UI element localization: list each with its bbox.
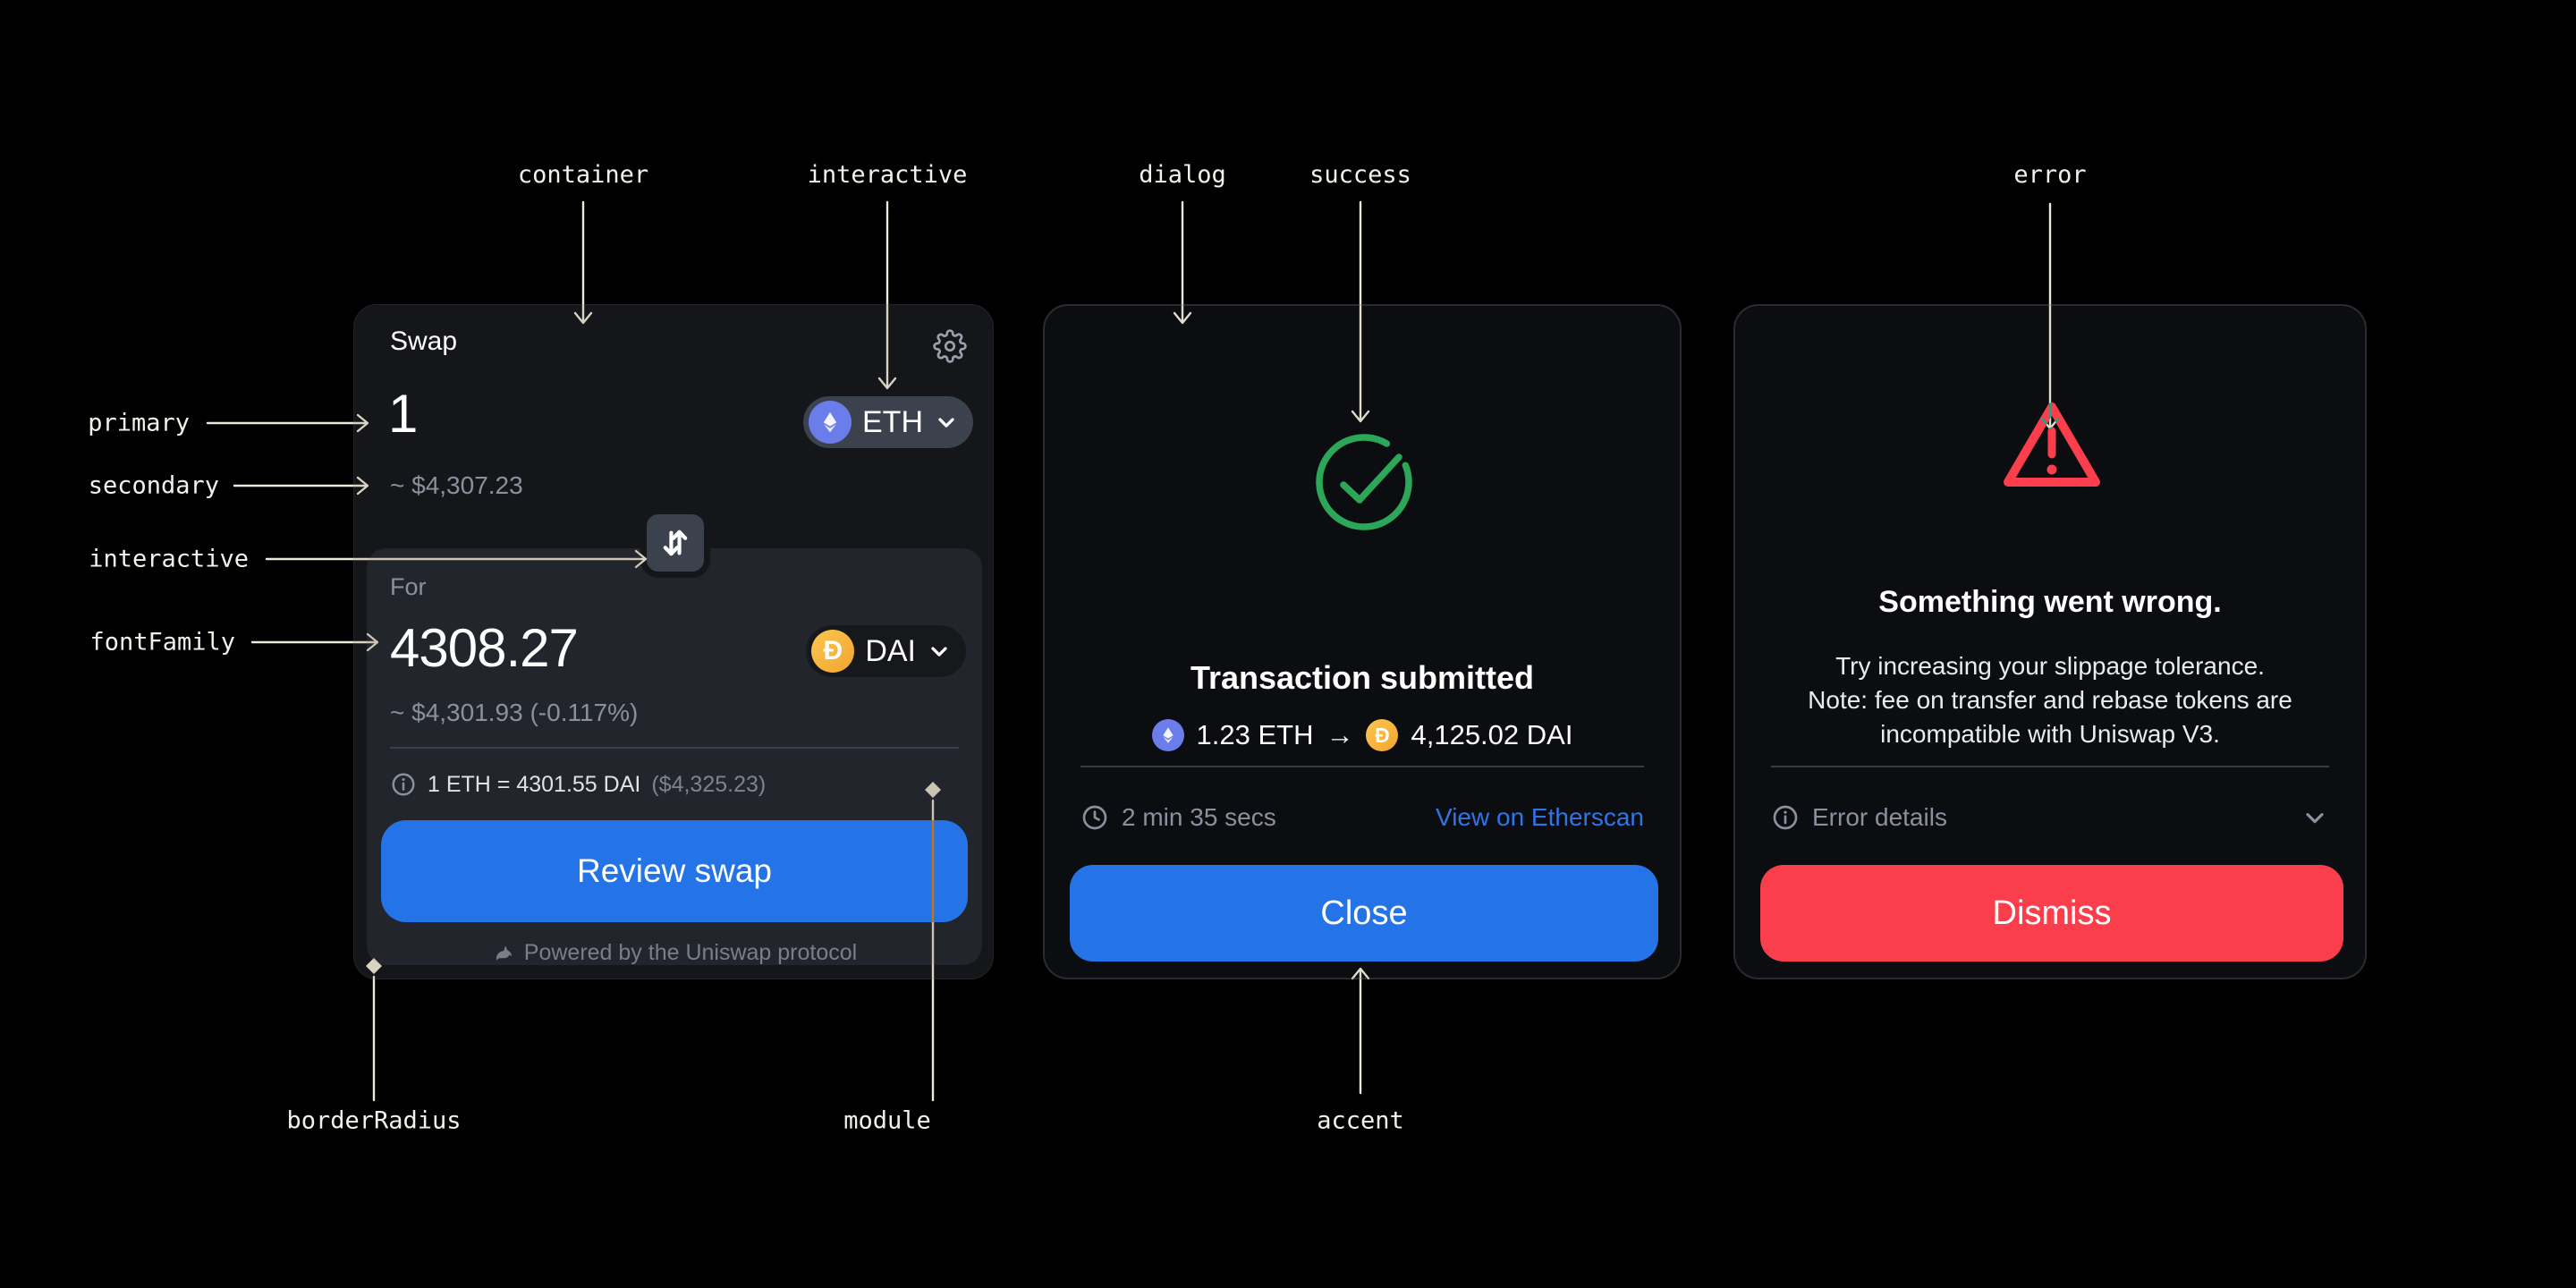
powered-by-row: Powered by the Uniswap protocol xyxy=(367,940,982,966)
swap-direction-button[interactable] xyxy=(640,508,710,578)
powered-by-text: Powered by the Uniswap protocol xyxy=(523,940,858,965)
output-token-selector[interactable]: Ð DAI xyxy=(806,625,966,677)
input-usd-value: ~ $4,307.23 xyxy=(390,471,523,499)
annotation-arrow-accent xyxy=(1351,967,1370,1095)
error-body-line: Try increasing your slippage tolerance. xyxy=(1835,652,2265,680)
annotation-label-interactive: interactive xyxy=(89,545,249,573)
error-dialog-title: Something went wrong. xyxy=(1878,585,2222,619)
warning-triangle-icon xyxy=(1996,395,2107,496)
chevron-down-icon[interactable] xyxy=(2301,803,2329,832)
close-button[interactable]: Close xyxy=(1070,865,1658,962)
check-circle-icon xyxy=(1310,428,1418,536)
dialog-divider xyxy=(1771,766,2329,767)
error-dialog: Something went wrong. Try increasing you… xyxy=(1733,304,2367,979)
error-details-row[interactable]: Error details xyxy=(1771,800,2329,835)
annotation-arrow-primary xyxy=(206,413,369,433)
dai-icon: Ð xyxy=(811,630,855,673)
output-module-label: For xyxy=(390,573,427,600)
settings-button[interactable] xyxy=(930,328,970,368)
clock-icon xyxy=(1080,803,1109,832)
gear-icon xyxy=(933,328,967,368)
view-on-etherscan-link[interactable]: View on Etherscan xyxy=(1436,803,1644,831)
annotation-label-module: module xyxy=(843,1106,931,1135)
from-amount: 1.23 ETH xyxy=(1196,719,1314,750)
annotation-label-container: container xyxy=(517,161,649,189)
swap-arrows-icon xyxy=(657,524,694,562)
annotation-label-fontfamily: fontFamily xyxy=(89,628,235,657)
annotation-label-secondary: secondary xyxy=(88,471,219,500)
transaction-meta-row: 2 min 35 secs View on Etherscan xyxy=(1080,800,1644,835)
error-body-line: incompatible with Uniswap V3. xyxy=(1880,720,2220,748)
swap-card: Swap 1 ETH ~ $4,307.23 For 4308.27 Ð xyxy=(353,304,994,979)
swap-card-title: Swap xyxy=(390,326,458,356)
chevron-down-icon xyxy=(927,639,952,664)
exchange-rate-text: 1 ETH = 4301.55 DAI xyxy=(428,771,641,797)
chevron-down-icon xyxy=(934,410,959,435)
output-amount-field[interactable]: 4308.27 xyxy=(390,618,579,678)
annotation-label-dialog: dialog xyxy=(1139,161,1226,189)
dai-icon: Ð xyxy=(1366,719,1399,751)
annotation-label-accent: accent xyxy=(1317,1106,1404,1135)
output-usd-value: ~ $4,301.93 (-0.117%) xyxy=(390,699,639,726)
error-details-label: Error details xyxy=(1812,803,1947,831)
exchange-rate-usd: ($4,325.23) xyxy=(651,771,767,797)
dialog-divider xyxy=(1080,766,1644,767)
annotation-arrow-secondary xyxy=(233,476,369,496)
annotation-label-primary: primary xyxy=(88,409,190,437)
arrow-right-icon: → xyxy=(1326,719,1354,750)
dismiss-button[interactable]: Dismiss xyxy=(1760,865,2343,962)
info-icon xyxy=(1771,803,1800,832)
module-divider xyxy=(390,747,959,749)
annotation-label-success: success xyxy=(1309,161,1411,189)
ethereum-icon xyxy=(1151,719,1184,751)
to-amount: 4,125.02 DAI xyxy=(1411,719,1573,750)
annotation-label-borderradius: borderRadius xyxy=(286,1106,462,1135)
swap-summary-row: 1.23 ETH → Ð 4,125.02 DAI xyxy=(1045,719,1680,751)
annotation-label-error: error xyxy=(2013,161,2087,189)
annotation-label-interactive: interactive xyxy=(807,161,968,189)
ethereum-icon xyxy=(809,401,852,444)
success-dialog-title: Transaction submitted xyxy=(1190,659,1535,696)
error-dialog-body: Try increasing your slippage tolerance. … xyxy=(1762,649,2338,751)
input-token-selector[interactable]: ETH xyxy=(803,396,973,448)
elapsed-time: 2 min 35 secs xyxy=(1122,803,1276,831)
review-swap-button[interactable]: Review swap xyxy=(381,820,968,922)
output-module: For 4308.27 Ð DAI ~ $4,301.93 (-0.117%) … xyxy=(367,548,982,965)
info-icon xyxy=(390,771,417,798)
error-body-line: Note: fee on transfer and rebase tokens … xyxy=(1808,686,2292,714)
output-token-label: DAI xyxy=(865,633,916,668)
transaction-submitted-dialog: Transaction submitted 1.23 ETH → Ð 4,125… xyxy=(1043,304,1682,979)
exchange-rate-row[interactable]: 1 ETH = 4301.55 DAI ($4,325.23) xyxy=(390,768,766,801)
uniswap-unicorn-icon xyxy=(492,942,515,965)
input-token-label: ETH xyxy=(862,404,923,439)
input-amount-field[interactable]: 1 xyxy=(388,384,418,444)
